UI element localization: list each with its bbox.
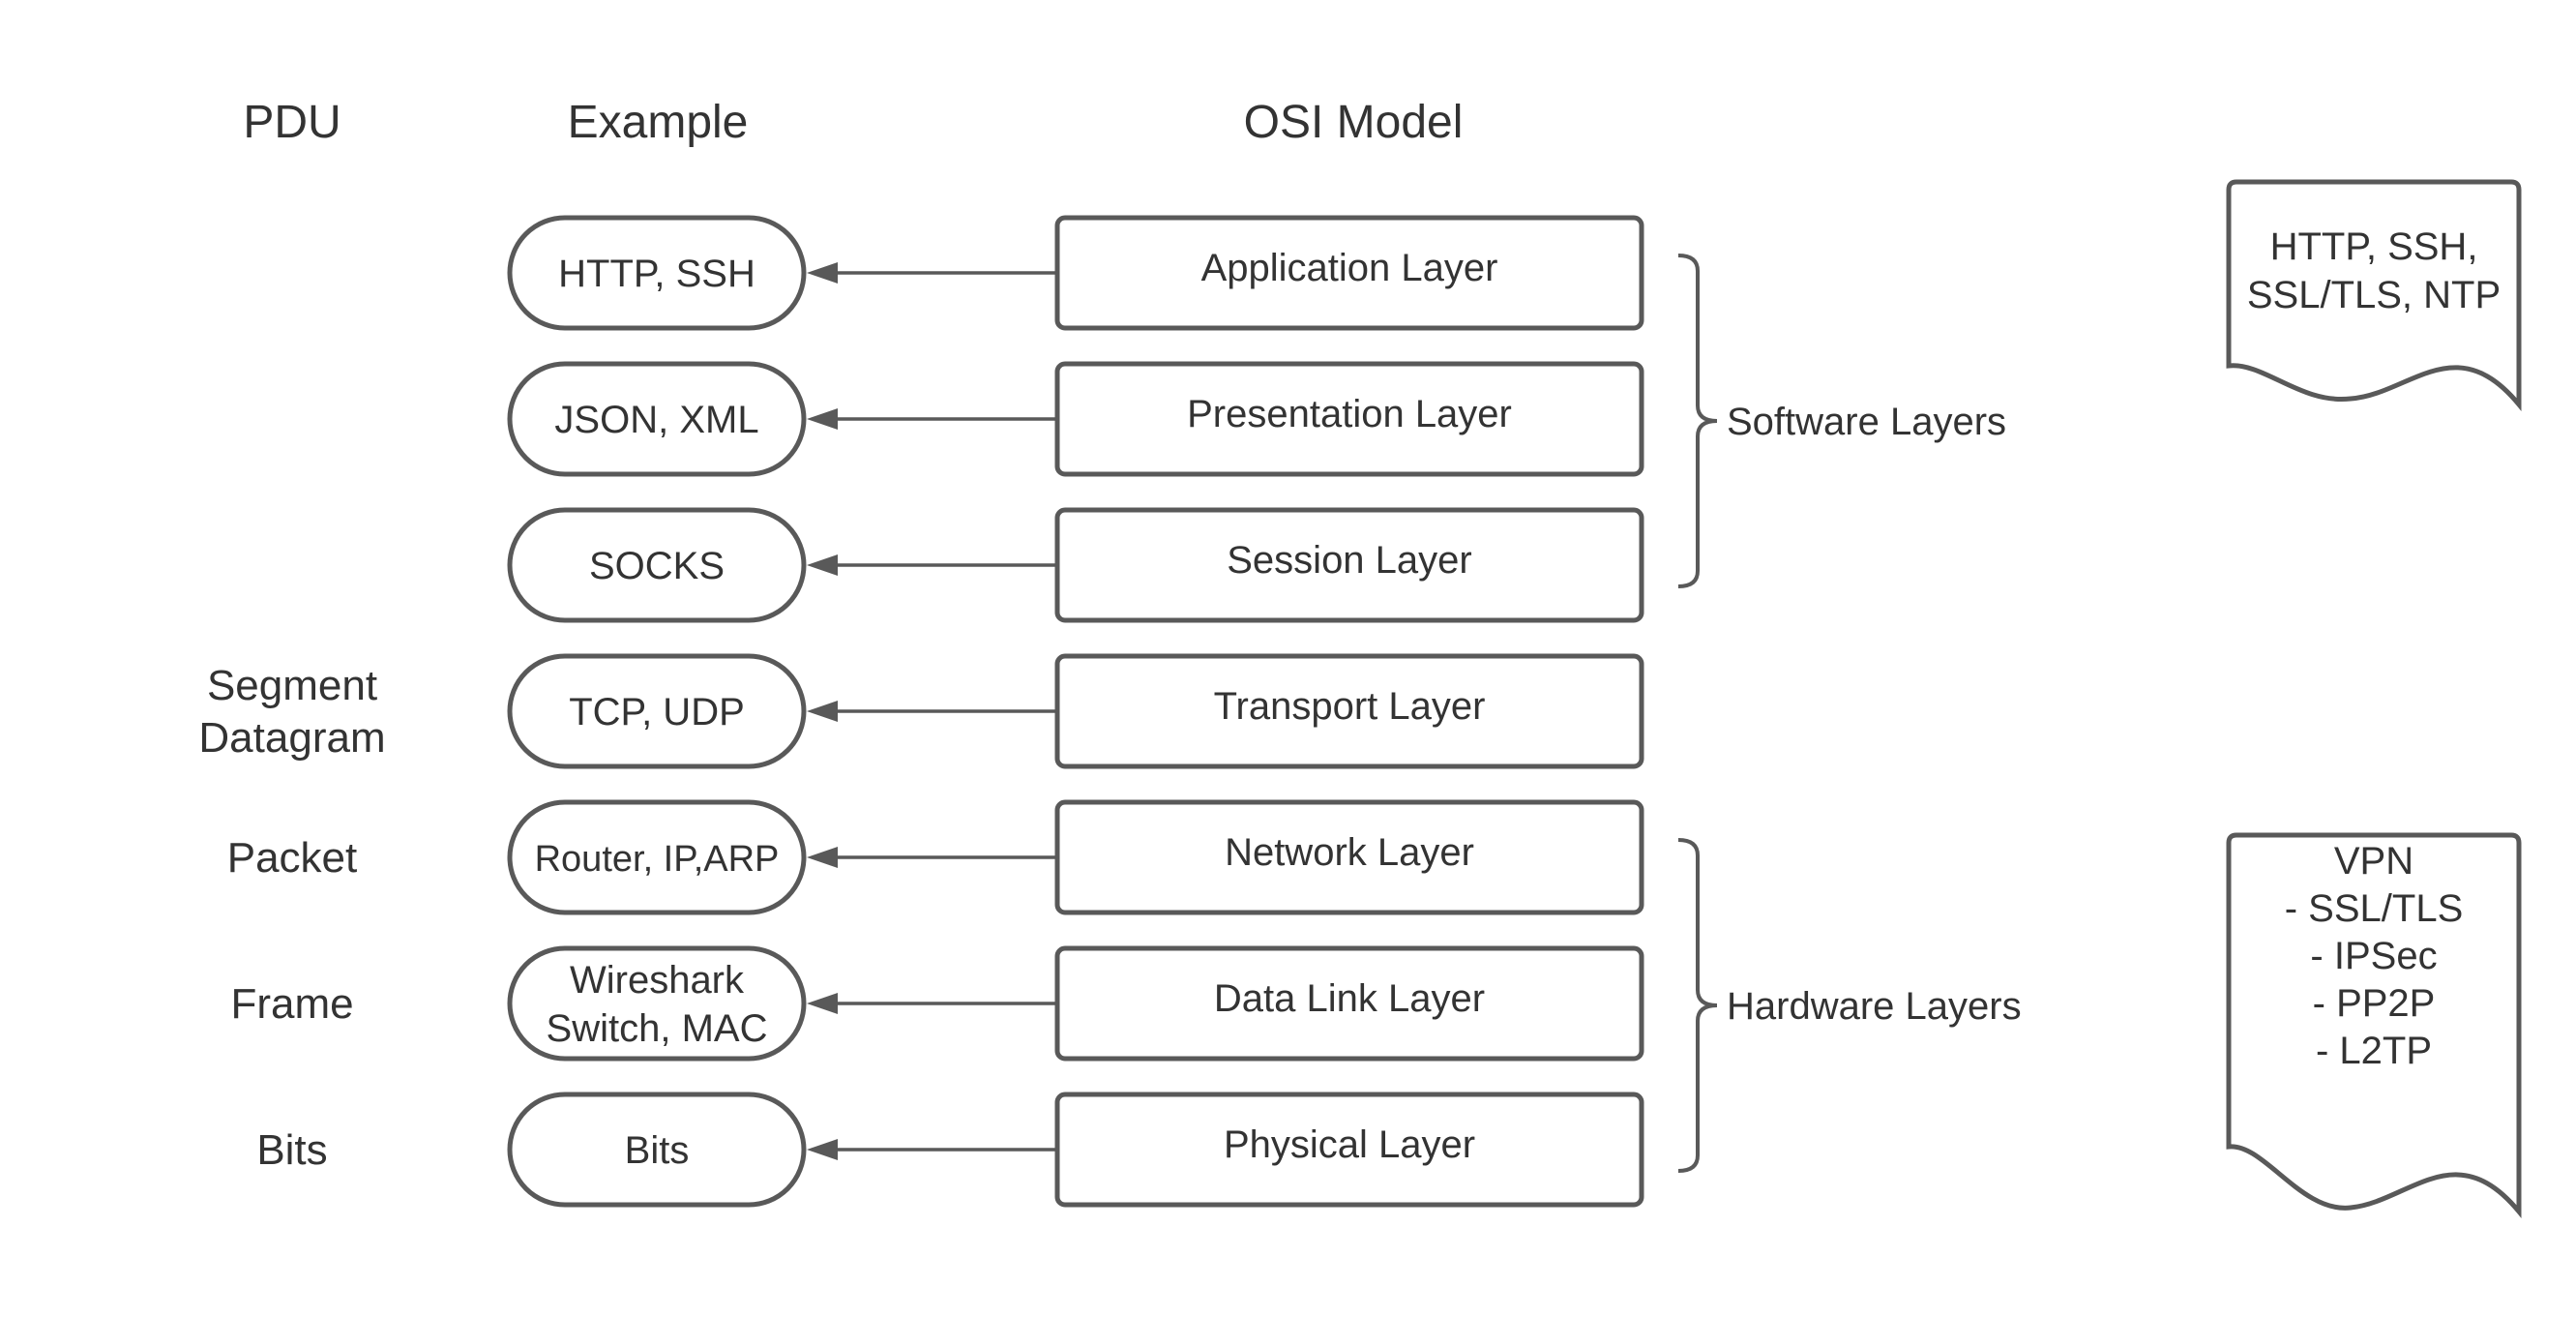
- arrowhead-icon: [807, 993, 838, 1014]
- example-pill: [507, 1092, 807, 1208]
- row-session-layer: SOCKS Session Layer: [507, 507, 1644, 623]
- layer-label: Application Layer: [1201, 247, 1498, 289]
- row-physical-layer: Bits Bits Physical Layer: [256, 1092, 1644, 1208]
- note-text: - L2TP: [2316, 1030, 2432, 1072]
- arrowhead-icon: [807, 847, 838, 868]
- note-text: - SSL/TLS: [2285, 887, 2464, 930]
- example-pill: [507, 945, 807, 1062]
- pdu-label: Packet: [227, 834, 358, 882]
- curly-brace-icon: [1677, 254, 1718, 588]
- pdu-label: Frame: [230, 980, 353, 1028]
- example-pill: [507, 653, 807, 769]
- layer-label: Network Layer: [1225, 831, 1474, 874]
- pdu-text: Packet: [227, 834, 358, 882]
- example-text: JSON, XML: [554, 399, 758, 441]
- arrowhead-icon: [807, 701, 838, 722]
- arrowhead-icon: [807, 1139, 838, 1160]
- layer-box-application-layer: [1054, 215, 1644, 331]
- example-text: Switch, MAC: [547, 1007, 768, 1050]
- layer-label: Physical Layer: [1224, 1123, 1475, 1166]
- layer-box-presentation-layer: [1054, 361, 1644, 477]
- example-pill: [507, 215, 807, 331]
- layer-label: Presentation Layer: [1187, 393, 1512, 435]
- row-application-layer: HTTP, SSH Application Layer: [507, 215, 1644, 331]
- example-text: Bits: [625, 1129, 690, 1172]
- note-2: VPN- SSL/TLS - IPSec - PP2P - L2TP: [2226, 832, 2522, 1218]
- note-text: - PP2P: [2313, 982, 2436, 1025]
- group-hardware-layers: Hardware Layers: [1677, 838, 2022, 1173]
- group-label: Hardware Layers: [1727, 985, 2022, 1028]
- group-label: Software Layers: [1727, 401, 2006, 443]
- layer-box-transport-layer: [1054, 653, 1644, 769]
- arrowhead-icon: [807, 408, 838, 430]
- note-text: VPN: [2334, 840, 2413, 883]
- pdu-header: PDU: [243, 97, 341, 148]
- osi-model-header: OSI Model: [1244, 97, 1464, 148]
- layer-box-network-layer: [1054, 799, 1644, 915]
- note-text: SSL/TLS, NTP: [2247, 274, 2501, 316]
- example-text: HTTP, SSH: [558, 253, 755, 295]
- example-text: SOCKS: [589, 545, 725, 587]
- group-software-layers: Software Layers: [1677, 254, 2006, 588]
- row-network-layer: Packet Router, IP,ARP Network Layer: [227, 799, 1644, 915]
- layer-label: Data Link Layer: [1214, 977, 1485, 1020]
- curly-brace-icon: [1677, 838, 1718, 1173]
- pdu-text: Bits: [256, 1126, 327, 1174]
- pdu-text: Datagram: [198, 714, 385, 762]
- layer-label: Transport Layer: [1214, 685, 1486, 728]
- pdu-text: Segment: [207, 662, 377, 709]
- example-pill: [507, 799, 807, 915]
- layer-box-physical-layer: [1054, 1092, 1644, 1208]
- note-text: HTTP, SSH,: [2270, 225, 2478, 268]
- side-notes: HTTP, SSH, SSL/TLS, NTP VPN- SSL/TLS - IPSe…: [2226, 179, 2522, 1218]
- document-shape: [2226, 179, 2522, 411]
- layer-box-data-link-layer: [1054, 945, 1644, 1062]
- arrowhead-icon: [807, 262, 838, 284]
- arrowhead-icon: [807, 554, 838, 576]
- note-1: HTTP, SSH, SSL/TLS, NTP: [2226, 179, 2522, 411]
- row-presentation-layer: JSON, XML Presentation Layer: [507, 361, 1644, 477]
- example-text: TCP, UDP: [569, 691, 745, 733]
- example-text: Wireshark: [570, 959, 745, 1002]
- pdu-label: Bits: [256, 1126, 327, 1174]
- note-text: - IPSec: [2310, 935, 2437, 977]
- document-shape: [2226, 832, 2522, 1218]
- layer-label: Session Layer: [1227, 539, 1471, 582]
- pdu-text: Frame: [230, 980, 353, 1028]
- example-header: Example: [568, 97, 749, 148]
- example-pill: [507, 361, 807, 477]
- example-text: Router, IP,ARP: [535, 839, 780, 880]
- example-pill: [507, 507, 807, 623]
- layer-box-session-layer: [1054, 507, 1644, 623]
